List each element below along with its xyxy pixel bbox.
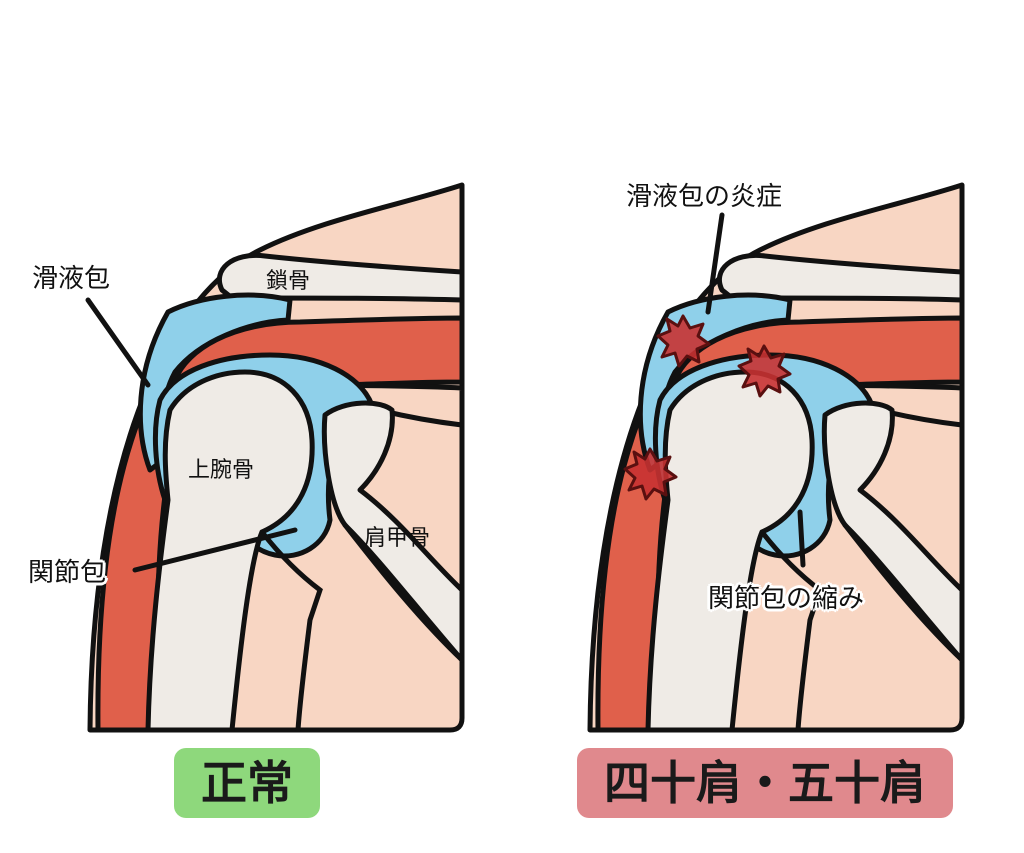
label-capsule-contraction: 関節包の縮み — [708, 584, 865, 614]
bursa-leader-line — [85, 297, 151, 388]
capsule-leader-line — [132, 527, 298, 573]
capsule-contraction-leader-line — [797, 509, 806, 568]
label-bursa: 滑液包 — [32, 264, 111, 294]
frozen-title-badge: 四十肩・五十肩 — [577, 748, 953, 818]
label-humerus: 上腕骨 — [188, 458, 255, 483]
normal-title-badge: 正常 — [174, 748, 320, 818]
bursa-inflammation-leader-line — [705, 212, 725, 315]
label-clavicle: 鎖骨 — [266, 269, 311, 294]
label-scapula: 肩甲骨 — [364, 526, 431, 551]
label-bursa-inflammation: 滑液包の炎症 — [626, 182, 783, 212]
label-capsule: 関節包 — [28, 558, 107, 588]
